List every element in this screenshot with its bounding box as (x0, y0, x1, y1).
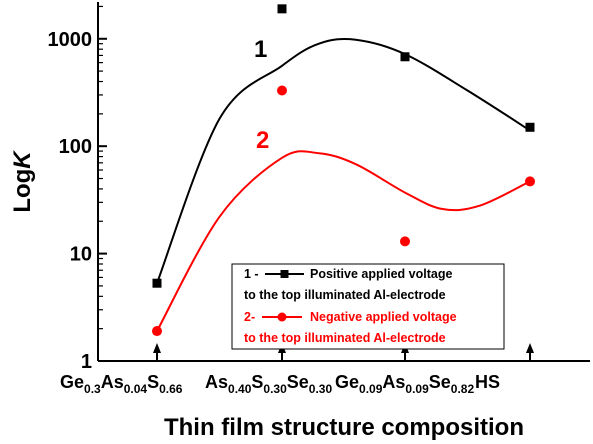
series-1-point (400, 52, 410, 62)
category-subscript: 0.82 (451, 382, 475, 396)
x-category-label: Ge0.09​As0.09​Se0.82​ (335, 372, 474, 396)
legend-prefix-1: 1 - (244, 267, 259, 281)
series-2-curve (156, 150, 531, 332)
x-tick-arrow (153, 343, 161, 353)
y-axis-title: LogK (9, 150, 36, 213)
x-tick-arrow (526, 343, 534, 353)
legend-label-1: Positive applied voltage (310, 267, 452, 281)
legend-prefix-2: 2- (244, 310, 255, 324)
series-1-point (525, 122, 535, 132)
x-category-label: Ge0.3​As0.04​S0.66​ (60, 372, 183, 396)
series-2-point (400, 236, 410, 247)
series-1-curve (156, 37, 531, 284)
category-element: As (205, 372, 228, 392)
legend-swatch-marker-2 (277, 312, 287, 322)
y-tick-label: 1000 (48, 29, 93, 51)
x-category-label: HS (475, 372, 500, 392)
series-2-point (525, 176, 535, 187)
category-subscript: 0.40 (228, 382, 252, 396)
category-subscript: 0.04 (124, 382, 148, 396)
category-element: Ge (60, 372, 84, 392)
category-element: S (251, 372, 263, 392)
series-1-label: 1 (254, 36, 267, 63)
series-2-label: 2 (256, 127, 269, 154)
category-element: As (101, 372, 124, 392)
series-1-point (152, 278, 162, 288)
category-element: Se (429, 372, 451, 392)
y-tick-label: 10 (70, 244, 92, 266)
category-element: S (147, 372, 159, 392)
series-2-point (277, 85, 287, 96)
legend-label-2: Negative applied voltage (310, 310, 457, 324)
category-subscript: 0.09 (359, 382, 383, 396)
x-axis-title: Thin film structure composition (164, 414, 524, 441)
category-element: HS (475, 372, 500, 392)
category-subscript: 0.30 (309, 382, 333, 396)
series-2-point (152, 326, 162, 337)
legend-label-2-line2: to the top illuminated Al-electrode (244, 331, 446, 345)
legend-label-1-line2: to the top illuminated Al-electrode (244, 288, 446, 302)
y-tick-label: 1 (81, 351, 92, 373)
category-element: Se (287, 372, 309, 392)
category-subscript: 0.66 (159, 382, 183, 396)
y-axis-title-main: Log (9, 169, 36, 213)
y-axis-title-italic: K (9, 150, 36, 169)
x-category-label: As0.40​S0.30​Se0.30​ (205, 372, 332, 396)
category-element: Ge (335, 372, 359, 392)
category-subscript: 0.30 (263, 382, 287, 396)
y-tick-label: 100 (59, 136, 92, 158)
legend-swatch-marker-1 (280, 270, 289, 278)
category-subscript: 0.09 (405, 382, 429, 396)
category-subscript: 0.3 (84, 382, 101, 396)
legend-box (231, 263, 505, 350)
series-1-point (277, 4, 287, 14)
category-element: As (382, 372, 405, 392)
legend: 1 - Positive applied voltage to the top il… (231, 263, 505, 350)
